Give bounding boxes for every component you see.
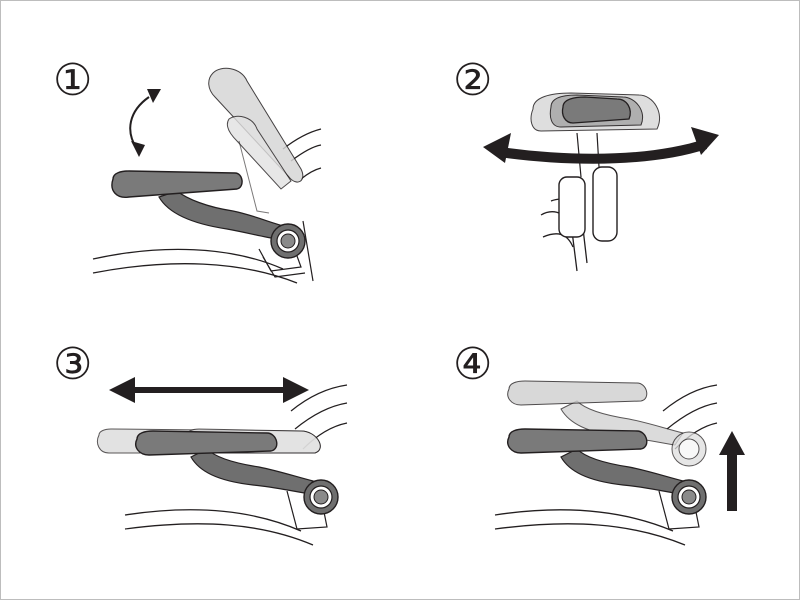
armpad-ghost-mid xyxy=(226,115,292,190)
bracket-line xyxy=(302,220,314,282)
step-number-2: ② xyxy=(453,55,493,106)
backrest-line xyxy=(662,384,718,412)
bracket-line xyxy=(262,256,306,278)
backrest-line xyxy=(290,384,348,412)
step-3-illustration xyxy=(96,377,348,546)
arm-support xyxy=(158,190,289,240)
step-number-1: ① xyxy=(53,55,93,106)
armpad-horizontal xyxy=(111,170,243,198)
seat-edge-line xyxy=(124,509,302,532)
armpad-top xyxy=(561,96,631,124)
armpad-ghost-raised xyxy=(507,380,648,406)
seat-edge-line xyxy=(124,523,314,546)
arm-support xyxy=(560,448,684,494)
backrest-line xyxy=(666,402,718,430)
seat-edge-line xyxy=(92,248,284,270)
step-2-illustration xyxy=(483,92,719,272)
curved-double-arrow-icon xyxy=(129,89,161,157)
arm-support xyxy=(190,448,314,494)
seat-edge-line xyxy=(92,263,298,284)
armpad-lowered xyxy=(507,428,648,454)
armpad-center xyxy=(135,430,278,456)
step-1-illustration xyxy=(92,67,322,284)
seat-edge-line xyxy=(494,523,686,546)
arm-post-front xyxy=(592,166,618,242)
horizontal-double-arrow-icon xyxy=(109,377,309,403)
step-number-4: ④ xyxy=(453,339,493,390)
seat-edge-line xyxy=(494,509,674,532)
backrest-line xyxy=(300,167,322,180)
up-arrow-icon xyxy=(719,431,745,511)
step-number-3: ③ xyxy=(53,339,93,390)
wide-curved-double-arrow-icon xyxy=(483,127,719,164)
step-4-illustration xyxy=(494,380,745,546)
backrest-line xyxy=(290,144,322,162)
backrest-line xyxy=(294,402,348,430)
arm-post xyxy=(558,176,586,238)
